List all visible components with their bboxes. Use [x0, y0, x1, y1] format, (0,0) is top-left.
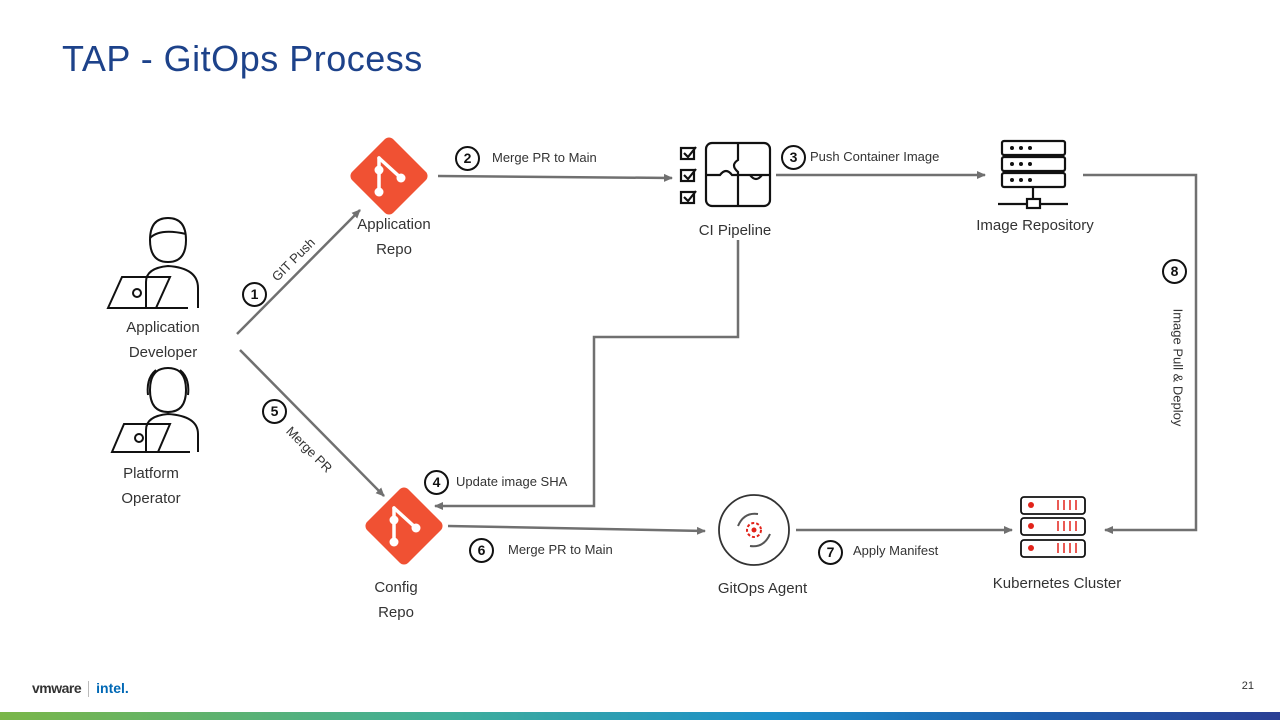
arrow-update-sha [434, 240, 740, 510]
step-2-badge: 2 [455, 146, 480, 171]
image-repository-label: Image Repository [976, 217, 1094, 234]
footer-logo: vmware intel. [32, 680, 129, 698]
arrow-merge-pr-main-config [447, 524, 706, 535]
step-4-label: Update image SHA [456, 474, 568, 489]
step-8-label: Image Pull & Deploy [1170, 308, 1186, 427]
step-1-badge: 1 [242, 282, 267, 307]
step-3-label: Push Container Image [810, 149, 940, 164]
kubernetes-cluster-icon [1020, 496, 1086, 558]
gitops-agent-label: GitOps Agent [717, 580, 808, 597]
ci-pipeline-icon [679, 141, 772, 208]
step-7-badge: 7 [818, 540, 843, 565]
arrow-merge-pr-main-app [437, 173, 673, 182]
kubernetes-cluster-label: Kubernetes Cluster [992, 575, 1122, 592]
operator-icon [110, 366, 199, 453]
server-icon [998, 139, 1068, 210]
step-6-badge: 6 [469, 538, 494, 563]
vmware-logo: vmware [32, 680, 82, 696]
bottom-gradient-bar [0, 712, 1280, 720]
step-6-label: Merge PR to Main [508, 542, 613, 557]
git-icon-application-repo [350, 137, 428, 215]
step-8-badge: 8 [1162, 259, 1187, 284]
arrow-git-push [236, 209, 361, 335]
step-2-label: Merge PR to Main [492, 150, 597, 165]
gitops-agent-icon [718, 494, 790, 566]
ci-pipeline-label: CI Pipeline [698, 222, 772, 239]
git-icon-config-repo [365, 487, 443, 565]
developer-icon [106, 216, 199, 309]
arrow-merge-pr [239, 349, 385, 497]
step-3-badge: 3 [781, 145, 806, 170]
logo-divider [88, 681, 90, 698]
step-4-badge: 4 [424, 470, 449, 495]
arrow-image-pull [1083, 173, 1198, 534]
page-number: 21 [1241, 680, 1254, 692]
intel-logo: intel. [96, 680, 129, 696]
step-7-label: Apply Manifest [853, 543, 939, 558]
slide-title: TAP - GitOps Process [62, 38, 423, 79]
step-5-badge: 5 [262, 399, 287, 424]
